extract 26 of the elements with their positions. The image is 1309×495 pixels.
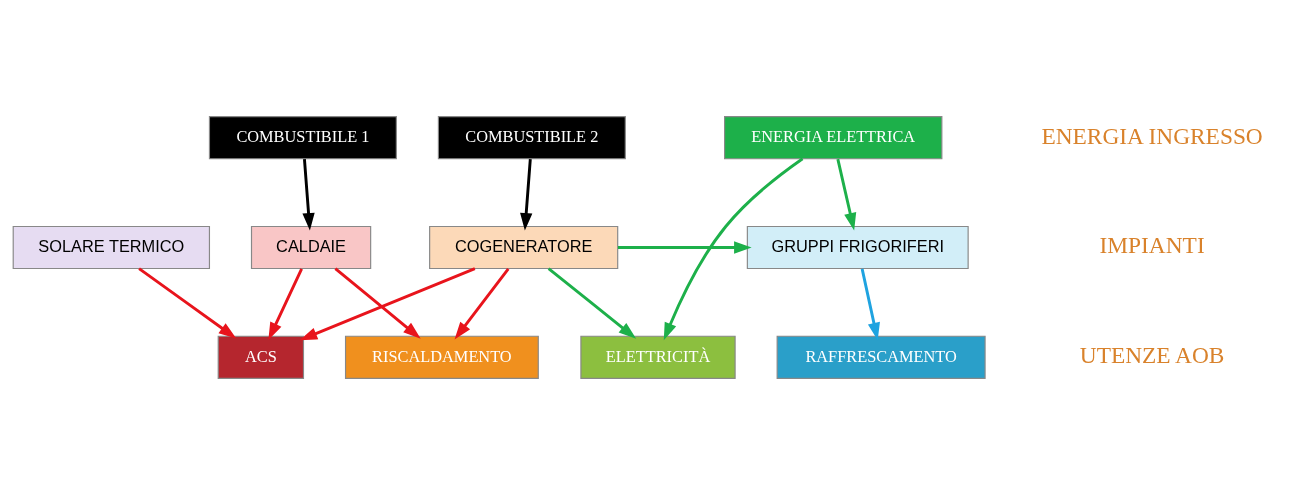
arrow [334, 267, 421, 339]
arrow [454, 268, 510, 340]
node-box: ENERGIA ELETTRICA [724, 116, 943, 160]
arrow [547, 267, 637, 339]
arrow [268, 268, 303, 340]
node-box: RAFFRESCAMENTO [776, 335, 986, 379]
node-box: ELETTRICITÀ [580, 335, 736, 379]
node-box: COGENERATORE [429, 225, 619, 270]
node-box: SOLARE TERMICO [12, 225, 211, 270]
node-box: GRUPPI FRIGORIFERI [746, 225, 969, 270]
arrow [299, 267, 476, 341]
arrow [663, 157, 804, 341]
arrow [138, 267, 237, 339]
label: IMPIANTI [1099, 232, 1205, 259]
arrow [520, 158, 533, 231]
label: ENERGIA INGRESSO [1041, 122, 1263, 149]
node-box: CALDAIE [250, 225, 372, 270]
node-box: COMBUSTIBILE 1 [208, 116, 397, 160]
node-box: COMBUSTIBILE 2 [437, 116, 626, 160]
arrow [302, 158, 315, 231]
arrow [617, 241, 752, 254]
arrow [860, 268, 880, 341]
arrow [836, 158, 857, 231]
node-box: RISCALDAMENTO [344, 335, 539, 379]
label: UTENZE AOB [1079, 342, 1225, 369]
node-box: ACS [217, 335, 305, 379]
